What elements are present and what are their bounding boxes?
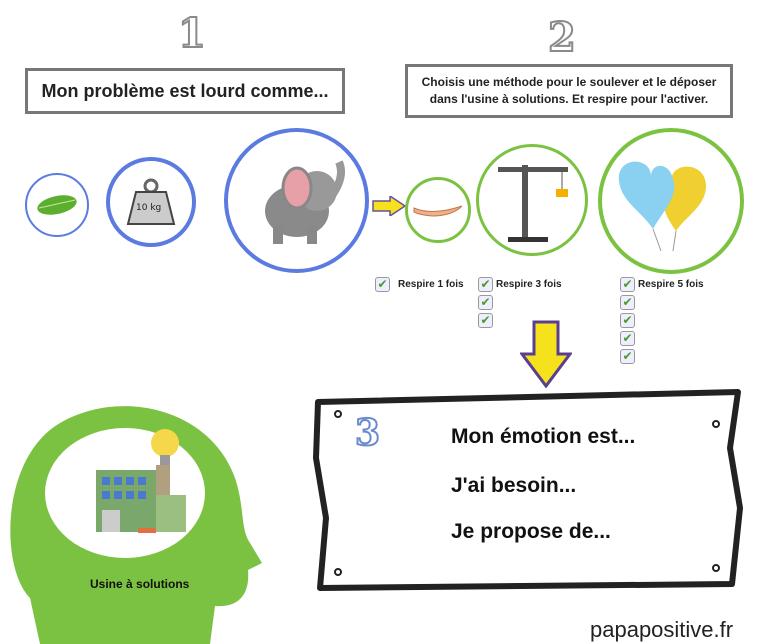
- crane-circle: [476, 144, 588, 256]
- wooden-board: [313, 389, 743, 591]
- factory-label: Usine à solutions: [90, 577, 190, 591]
- footer-site: papapositive.fr: [590, 617, 734, 642]
- crane-icon: [498, 165, 568, 242]
- weight-label: 10 kg: [136, 203, 162, 213]
- balloons-icon: [618, 161, 706, 251]
- elephant-circle: [224, 128, 369, 273]
- leaf-icon: [37, 195, 77, 215]
- hand-icon: [413, 205, 463, 217]
- step-3-line-need: J'ai besoin...: [451, 474, 577, 497]
- step-3-number: 3: [354, 411, 381, 455]
- checkbox-icon: ✔: [620, 349, 635, 364]
- method-3-label: Respire 5 fois: [638, 279, 704, 290]
- checkbox-icon: ✔: [620, 277, 635, 292]
- factory-icon: [96, 429, 186, 533]
- step-1-prompt: Mon problème est lourd comme...: [41, 80, 329, 101]
- checkbox-icon: ✔: [620, 331, 635, 346]
- method-2-breaths: ✔Respire 3 fois ✔ ✔: [478, 277, 562, 328]
- step-1-number: 1: [177, 9, 207, 58]
- checkbox-icon: ✔: [478, 295, 493, 310]
- down-arrow-icon: [520, 320, 572, 388]
- step-2-number: 2: [547, 13, 577, 62]
- checkbox-icon: ✔: [375, 277, 390, 292]
- step-1-prompt-box: Mon problème est lourd comme...: [25, 68, 345, 114]
- method-3-breaths: ✔Respire 5 fois ✔ ✔ ✔ ✔: [620, 277, 704, 364]
- method-1-breaths: ✔ Respire 1 fois: [375, 277, 464, 292]
- method-1-label: Respire 1 fois: [398, 279, 464, 290]
- checkbox-icon: ✔: [620, 295, 635, 310]
- checkbox-icon: ✔: [478, 313, 493, 328]
- step-2-prompt: Choisis une méthode pour le soulever et …: [421, 75, 717, 106]
- elephant-icon: [264, 159, 345, 244]
- leaf-circle: [25, 173, 89, 237]
- hand-circle: [405, 177, 471, 243]
- checkbox-icon: ✔: [478, 277, 493, 292]
- balloons-circle: [598, 128, 744, 274]
- checkbox-icon: ✔: [620, 313, 635, 328]
- weight-icon: 10 kg: [126, 178, 176, 226]
- weight-circle: 10 kg: [106, 157, 196, 247]
- step-3-line-propose: Je propose de...: [451, 520, 611, 543]
- step-3-line-emotion: Mon émotion est...: [451, 425, 636, 448]
- right-arrow-icon: [372, 196, 406, 216]
- method-2-label: Respire 3 fois: [496, 279, 562, 290]
- step-2-prompt-box: Choisis une méthode pour le soulever et …: [405, 64, 733, 118]
